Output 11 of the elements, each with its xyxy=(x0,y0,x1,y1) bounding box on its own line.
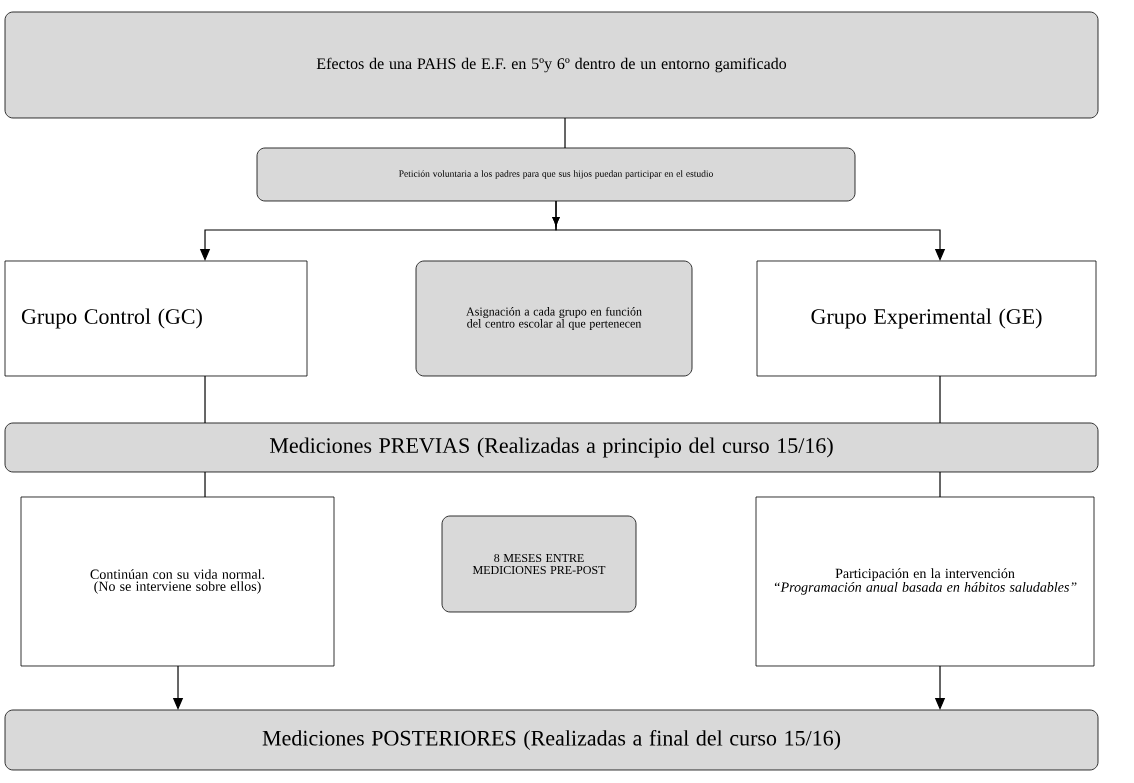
title-box: Efectos de una PAHS de E.F. en 5ºy 6º dentro de un entorno gamificado xyxy=(4,11,1099,119)
process-box: Participación en la intervención “Programación anual basada en hábitos saludables” xyxy=(755,496,1095,667)
group-box: Grupo Experimental (GE) xyxy=(756,260,1097,377)
process-box: Petición voluntaria a los padres para que sus hijos puedan participar en el estudio xyxy=(256,147,856,202)
process-box: Continúan con su vida normal. (No se interviene sobre ellos) xyxy=(20,496,335,667)
measurement-band: Mediciones POSTERIORES (Realizadas a final del curso 15/16) xyxy=(4,709,1099,771)
note-box: 8 MESES ENTRE MEDICIONES PRE-POST xyxy=(441,515,637,613)
note-box: Asignación a cada grupo en función del centro escolar al que pertenecen xyxy=(415,260,693,377)
measurement-band: Mediciones PREVIAS (Realizadas a principio del curso 15/16) xyxy=(4,422,1099,473)
arrow xyxy=(552,200,946,261)
group-box: Grupo Control (GC) xyxy=(4,260,308,377)
